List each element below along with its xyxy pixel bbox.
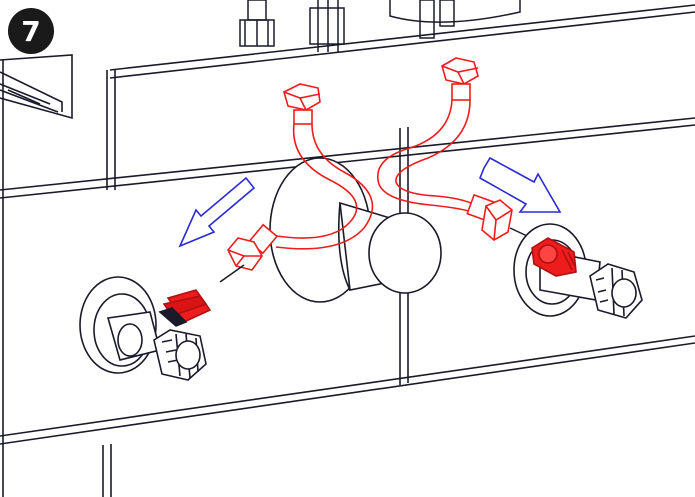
right-angle-valve	[513, 223, 643, 319]
step-number-badge: 7	[8, 8, 54, 54]
left-hose	[227, 83, 374, 271]
right-arrow-icon	[478, 156, 562, 213]
left-leader-line	[219, 264, 245, 283]
step-number: 7	[21, 14, 41, 48]
right-hose	[377, 57, 513, 241]
shelf-bracket	[0, 54, 73, 120]
wall-outlet-pipe	[269, 157, 442, 303]
top-fittings	[239, 0, 521, 52]
left-angle-valve	[79, 276, 212, 381]
wall-tiles	[0, 4, 695, 497]
left-arrow-icon	[178, 176, 256, 248]
